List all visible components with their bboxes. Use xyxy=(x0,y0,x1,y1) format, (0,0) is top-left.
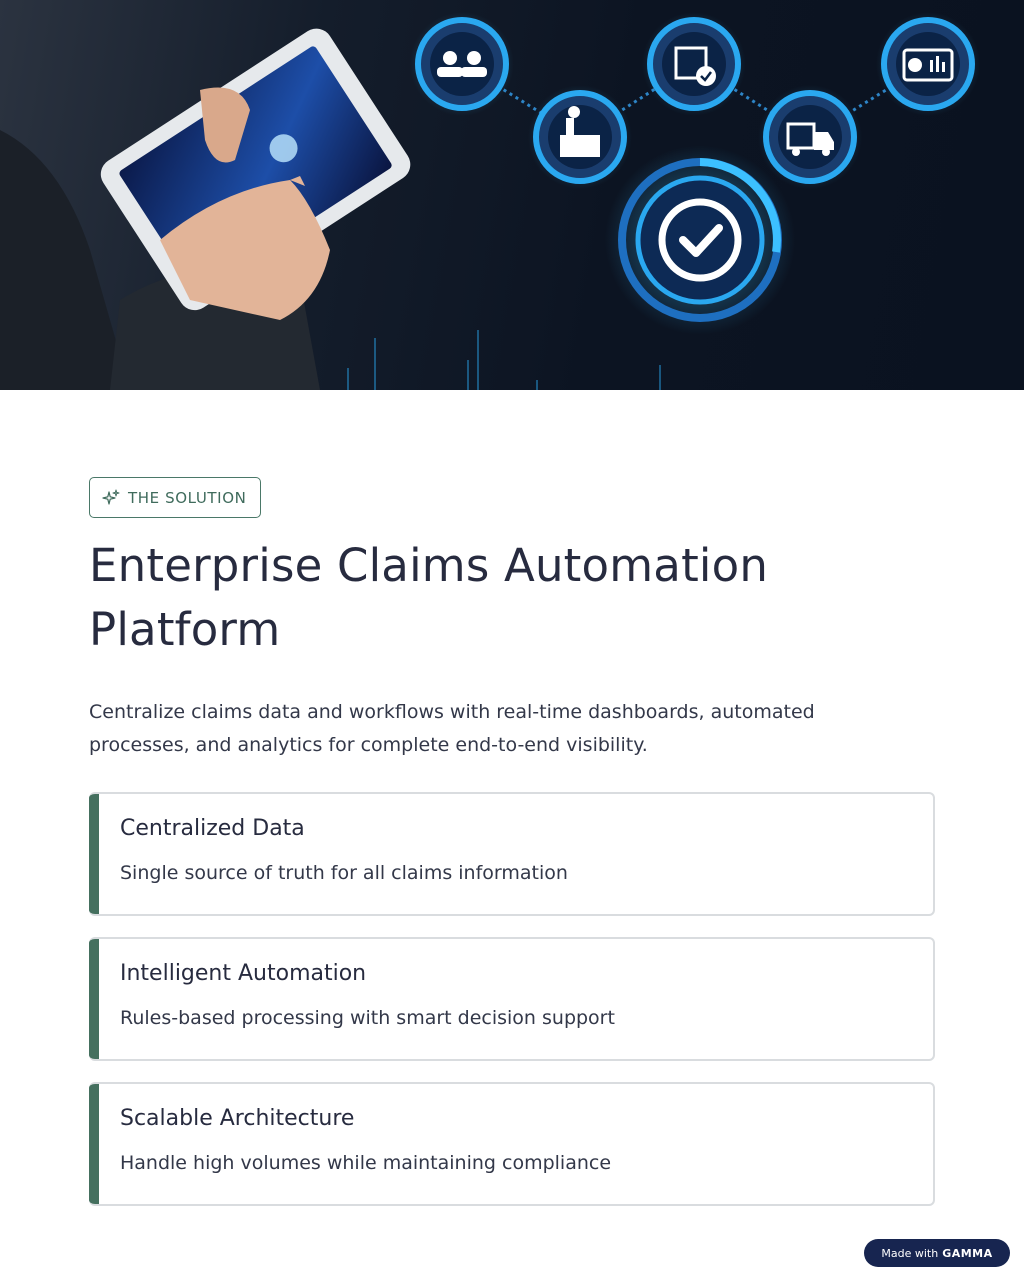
section-tag: THE SOLUTION xyxy=(89,477,262,518)
gamma-logo: GAMMA xyxy=(942,1246,993,1260)
feature-card-intelligent-automation: Intelligent Automation Rules-based proce… xyxy=(89,937,935,1061)
feature-cards: Centralized Data Single source of truth … xyxy=(89,792,935,1206)
feature-card-title: Scalable Architecture xyxy=(120,1106,355,1131)
dashboard-chart-icon xyxy=(876,12,980,116)
feature-card-title: Centralized Data xyxy=(120,816,305,841)
package-check-icon xyxy=(642,12,746,116)
feature-card-scalable-architecture: Scalable Architecture Handle high volume… xyxy=(89,1082,935,1206)
made-with-gamma-badge[interactable]: Made with GAMMA xyxy=(864,1239,1010,1267)
checkmark-icon xyxy=(605,145,795,335)
page-title: Enterprise Claims Automation Platform xyxy=(89,539,769,656)
sparkle-icon xyxy=(102,489,120,505)
workers-icon xyxy=(410,12,514,116)
badge-prefix: Made with xyxy=(881,1246,939,1260)
feature-card-centralized-data: Centralized Data Single source of truth … xyxy=(89,792,935,916)
feature-card-text: Single source of truth for all claims in… xyxy=(120,862,568,884)
factory-icon xyxy=(528,85,632,189)
feature-card-text: Rules-based processing with smart decisi… xyxy=(120,1007,615,1029)
feature-card-text: Handle high volumes while maintaining co… xyxy=(120,1152,612,1174)
hero-image xyxy=(0,0,1024,390)
section-tag-label: THE SOLUTION xyxy=(128,488,247,507)
lead-paragraph: Centralize claims data and workflows wit… xyxy=(89,701,815,756)
solution-section: THE SOLUTION Enterprise Claims Automatio… xyxy=(89,477,935,1227)
hero-illustration xyxy=(0,12,980,390)
delivery-truck-icon xyxy=(758,85,862,189)
feature-card-title: Intelligent Automation xyxy=(120,961,367,986)
